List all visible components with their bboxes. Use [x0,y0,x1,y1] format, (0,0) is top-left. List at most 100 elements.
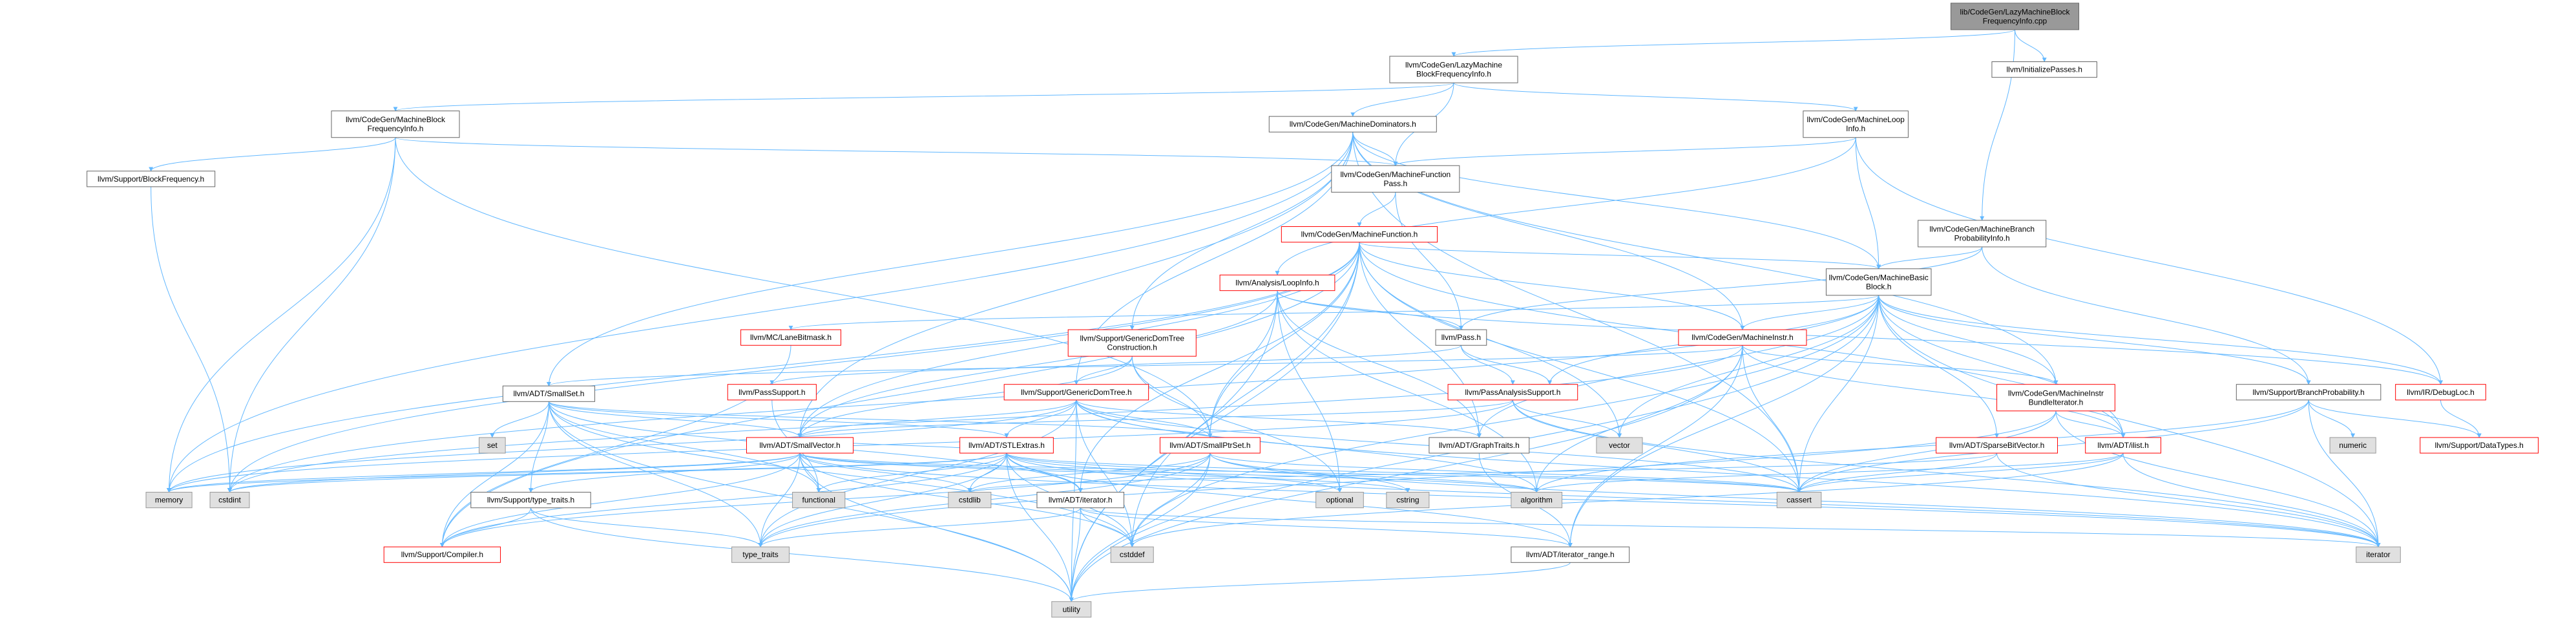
edge-gdtc-to-smallvector [797,356,1133,438]
node-label: algorithm [1521,496,1553,505]
edge-root-to-initpasses [2014,29,2047,63]
edge-path [1458,246,1983,330]
node-label: llvm/ADT/SmallSet.h [513,389,584,398]
edge-path [1074,356,1133,385]
edge-path [530,507,1074,602]
edge-branchprob-to-iterator [2308,399,2381,547]
node-mbpi[interactable]: llvm/CodeGen/MachineBranchProbabilityInf… [1918,220,2047,248]
node-branchprob[interactable]: llvm/Support/BranchProbability.h [2236,384,2382,401]
edge-mibundle-to-iterator [2055,410,2381,547]
node-smallptrset[interactable]: llvm/ADT/SmallPtrSet.h [1159,437,1261,454]
node-stlextras[interactable]: llvm/ADT/STLExtras.h [959,437,1054,454]
node-lanebitmask[interactable]: llvm/MC/LaneBitmask.h [740,329,841,346]
node-box [1435,329,1487,346]
edge-gdt-to-stlextras [1004,399,1077,438]
edge-smallset-to-set [490,401,549,438]
edge-path [1567,295,1880,547]
node-pass[interactable]: llvm/Pass.h [1435,329,1487,346]
node-cstddef[interactable]: cstddef [1110,546,1154,563]
node-label: vector [1609,441,1630,450]
edge-path [1129,295,1880,547]
node-box [2329,437,2376,454]
node-minstr[interactable]: llvm/CodeGen/MachineInstr.h [1678,329,1807,346]
edge-path [1277,290,1539,493]
node-box [2085,437,2162,454]
node-datatypes[interactable]: llvm/Support/DataTypes.h [2420,437,2539,454]
node-blockfreq[interactable]: llvm/Support/BlockFrequency.h [87,171,216,187]
node-label: cstring [1396,496,1419,505]
node-smallvector[interactable]: llvm/ADT/SmallVector.h [746,437,854,454]
node-label: set [487,441,498,450]
edge-path [1742,345,2126,438]
node-typetraitsh[interactable]: llvm/Support/type_traits.h [470,492,591,509]
node-cstdlib[interactable]: cstdlib [948,492,992,509]
node-vector[interactable]: vector [1596,437,1643,454]
node-compiler[interactable]: llvm/Support/Compiler.h [383,546,501,563]
edge-root-to-mbpi [1980,29,2015,221]
node-cstdint[interactable]: cstdint [209,492,250,509]
edge-path [1129,242,1360,547]
node-algorithm[interactable]: algorithm [1511,492,1563,509]
edge-path [1209,452,1410,493]
node-root[interactable]: lib/CodeGen/LazyMachineBlockFrequencyInf… [1950,3,2080,30]
node-mdom[interactable]: llvm/CodeGen/MachineDominators.h [1268,116,1437,132]
edge-path [799,453,1074,602]
edge-path [1980,29,2015,221]
edge-mfpass-to-mfunc [1357,192,1396,228]
node-iterator[interactable]: iterator [2356,546,2401,563]
node-ilist[interactable]: llvm/ADT/ilist.h [2085,437,2162,454]
edge-mbb-to-branchprob [1878,295,2311,385]
node-memory[interactable]: memory [145,492,193,509]
node-numeric[interactable]: numeric [2329,437,2376,454]
node-sparsebit[interactable]: llvm/ADT/SparseBitVector.h [1936,437,2058,454]
edge-path [1740,295,1880,330]
node-passsupport[interactable]: llvm/PassSupport.h [727,384,817,401]
edge-path [2308,399,2356,438]
edge-mfunc-to-cstdint [227,242,1360,493]
edge-path [967,452,1998,493]
node-set[interactable]: set [479,437,506,454]
node-debugloc[interactable]: llvm/IR/DebugLoc.h [2395,384,2486,401]
node-gdt[interactable]: llvm/Support/GenericDomTree.h [1003,384,1149,401]
edge-mfunc-to-minstr [1359,242,1745,330]
edge-path [167,452,801,493]
edge-path [1357,192,1396,228]
node-iterrange[interactable]: llvm/ADT/iterator_range.h [1511,546,1630,563]
edge-path [1982,246,2311,385]
node-label: llvm/PassSupport.h [738,388,805,397]
node-cstring[interactable]: cstring [1386,492,1430,509]
edge-path [529,401,549,493]
node-cassert[interactable]: cassert [1776,492,1822,509]
node-loopinfo[interactable]: llvm/Analysis/LoopInfo.h [1219,274,1335,291]
node-mfunc[interactable]: llvm/CodeGen/MachineFunction.h [1281,226,1438,243]
node-utility[interactable]: utility [1051,601,1092,618]
node-label: llvm/InitializePasses.h [2007,65,2082,74]
edge-mbb-to-debugloc [1878,295,2443,385]
node-gdtc[interactable]: llvm/Support/GenericDomTreeConstruction.… [1067,329,1197,357]
node-iteratorh[interactable]: llvm/ADT/iterator.h [1036,492,1125,509]
edge-path [1876,246,1983,270]
node-box [2356,546,2401,563]
node-smallset[interactable]: llvm/ADT/SmallSet.h [502,385,596,402]
edge-branchprob-to-datatypes [2308,399,2482,438]
node-graphtraits[interactable]: llvm/ADT/GraphTraits.h [1429,437,1530,454]
node-initpasses[interactable]: llvm/InitializePasses.h [1991,61,2097,78]
edge-loopinfo-to-smallvector [797,290,1278,438]
edge-path [758,410,2057,547]
node-optional[interactable]: optional [1315,492,1364,509]
edge-path [1209,452,1801,493]
node-functional[interactable]: functional [792,492,846,509]
node-lazymbfi[interactable]: llvm/CodeGen/LazyMachineBlockFrequencyIn… [1389,56,1518,83]
node-mibundle[interactable]: llvm/CodeGen/MachineInstrBundleIterator.… [1996,384,2115,412]
edge-minstr-to-smallset [547,344,1743,387]
edge-stlextras-to-type_traits [758,453,1007,547]
node-box [145,492,193,509]
edge-passanalysis-to-vector [1512,399,1622,438]
edge-mdom-to-smallset [546,132,1354,387]
node-type_traits[interactable]: type_traits [731,546,790,563]
node-passanalysis[interactable]: llvm/PassAnalysisSupport.h [1447,384,1578,401]
